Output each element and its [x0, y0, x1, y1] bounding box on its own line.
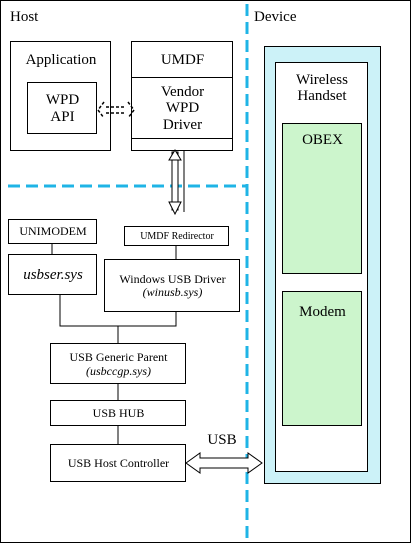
- application-label: Application: [25, 51, 97, 68]
- vendor-driver-line-3: Driver: [162, 116, 203, 133]
- handset-label: Wireless Handset: [276, 68, 368, 108]
- modem-box: [282, 291, 362, 426]
- obex-box: [282, 123, 362, 274]
- modem-label: Modem: [299, 303, 346, 320]
- usb-hub-label: USB HUB: [92, 405, 145, 420]
- winusb-label: Windows USB Driver (winusb.sys): [105, 261, 240, 311]
- host-region-label: Host: [10, 8, 39, 25]
- wpd-api-box: [27, 82, 97, 134]
- generic-parent-line-2: (usbccgp.sys): [86, 363, 151, 378]
- winusb-line-1: Windows USB Driver: [119, 271, 226, 286]
- host-controller-label: USB Host Controller: [67, 455, 170, 470]
- host-controller-box: [50, 444, 186, 482]
- wpd-api-driver-link: [97, 101, 135, 119]
- generic-parent-label: USB Generic Parent (usbccgp.sys): [51, 345, 186, 384]
- umdf-redirector-arrow: [168, 149, 185, 216]
- vendor-driver-label: Vendor WPD Driver: [132, 79, 233, 138]
- device-region-label: Device: [254, 8, 297, 25]
- redirector-label: UMDF Redirector: [140, 231, 214, 242]
- usbser-label: usbser.sys: [23, 266, 83, 283]
- obex-label: OBEX: [302, 131, 343, 148]
- generic-parent-box: [50, 343, 186, 384]
- usb-hub-box: [50, 400, 186, 426]
- usb-link-label: USB: [207, 431, 237, 448]
- usbser-box: [8, 254, 97, 295]
- winusb-box: [104, 259, 240, 312]
- unimodem-label: UNIMODEM: [19, 224, 87, 239]
- wpd-api-label: WPD API: [28, 84, 97, 133]
- vendor-driver-line-1: Vendor: [160, 83, 205, 100]
- unimodem-box: [8, 219, 97, 244]
- generic-parent-line-1: USB Generic Parent: [69, 350, 168, 365]
- winusb-line-2: (winusb.sys): [142, 285, 203, 299]
- redirector-box: [124, 226, 229, 246]
- vendor-driver-box: [131, 77, 233, 139]
- vendor-driver-line-2: WPD: [165, 100, 200, 117]
- wpd-api-line-1: WPD: [45, 92, 80, 108]
- umdf-label: UMDF: [160, 51, 205, 68]
- handset-line-1: Wireless: [296, 71, 348, 88]
- wpd-api-line-2: API: [50, 108, 75, 125]
- usb-link-arrow: [185, 452, 263, 474]
- handset-line-2: Handset: [297, 88, 347, 104]
